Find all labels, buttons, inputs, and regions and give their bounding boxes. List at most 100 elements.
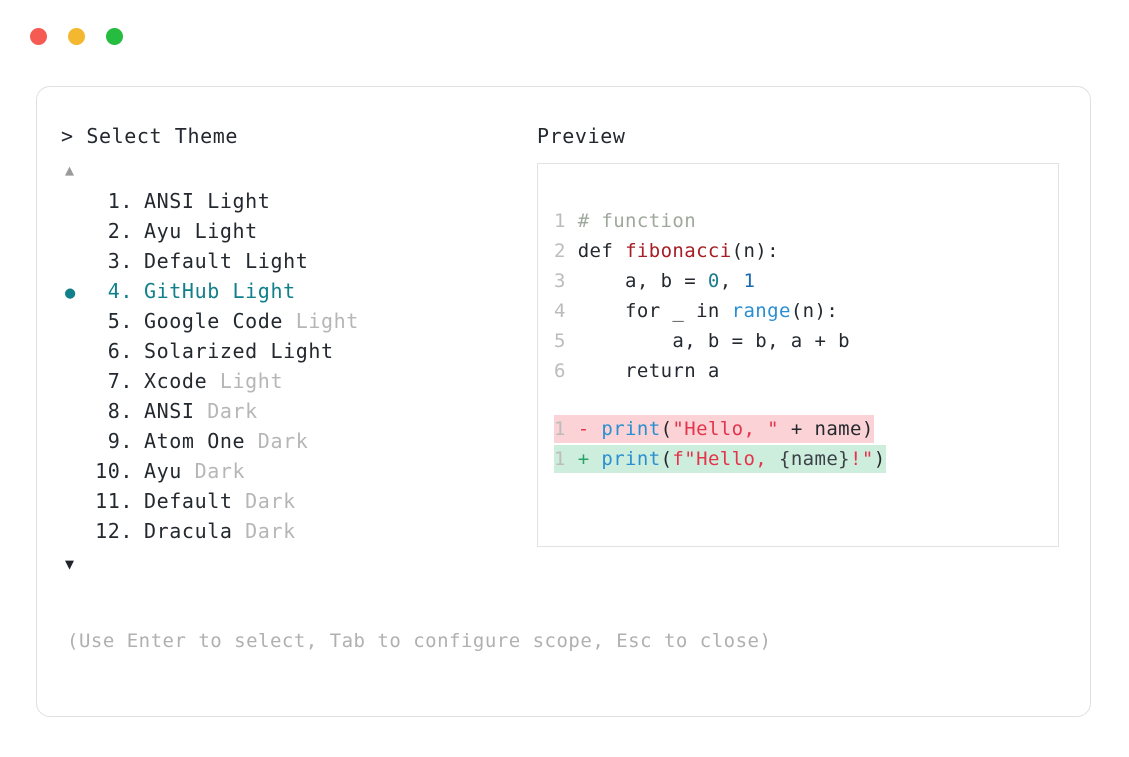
line-number: 3 [554,270,566,292]
page-title: Select Theme [86,124,239,148]
code-line: 2 def fibonacci(n): [554,236,1058,266]
list-item-label: GitHub [144,279,220,303]
line-number: 5 [554,330,566,352]
code-token-fstring-end: !" [850,448,874,470]
list-item-label: Ayu [144,219,182,243]
code-token-args: (n): [790,300,839,322]
list-item-variant-text: Dark [257,429,309,453]
list-item-index: 8. [107,399,133,423]
code-token-paren: ( [660,418,673,440]
code-token-comma: , [719,270,744,292]
list-item-label: ANSI [144,399,195,423]
list-item-label: Xcode [144,369,208,393]
code-token-number: 0 [707,270,720,292]
list-item[interactable]: 11. Default Dark [61,489,531,519]
minimize-window-button[interactable] [68,28,85,45]
list-item-index: 12. [95,519,133,543]
list-item-label: ANSI [144,189,195,213]
list-item-label: Google Code [144,309,284,333]
code-token-call: print [601,418,661,440]
list-item-label: Dracula [144,519,233,543]
list-item-selected[interactable]: ● 4. GitHub Light [61,279,531,309]
list-item-index: 2. [107,219,133,243]
code-line: 4 for _ in range(n): [554,296,1058,326]
list-item-index: 9. [107,429,133,453]
list-item[interactable]: 7. Xcode Light [61,369,531,399]
diff-sign-removed: - [577,418,590,440]
code-token-for: for _ in [625,300,732,322]
prompt-caret-icon: > [61,124,74,148]
line-number: 4 [554,300,566,322]
list-item[interactable]: 8. ANSI Dark [61,399,531,429]
code-token-concat: + name [778,418,862,440]
code-token-assign: a, b = b, a + b [672,330,850,352]
code-line: 5 a, b = b, a + b [554,326,1058,356]
list-item-variant [182,459,195,483]
list-item-label: Default [144,489,233,513]
list-item-variant-text: Light [219,369,284,393]
list-item-variant [207,369,220,393]
list-item-variant [258,339,271,363]
code-token-paren: ( [660,448,673,470]
list-item[interactable]: 6. Solarized Light [61,339,531,369]
code-token-builtin: range [731,300,791,322]
code-token-paren: ) [873,448,886,470]
list-item-variant [182,219,195,243]
close-window-button[interactable] [30,28,47,45]
zoom-window-button[interactable] [106,28,123,45]
list-item-label: Solarized [144,339,258,363]
code-spacer [554,386,1058,414]
list-item[interactable]: 1. ANSI Light [61,189,531,219]
list-item-variant [233,249,246,273]
code-token-fstring: f"Hello, [672,448,779,470]
line-number: 6 [554,360,566,382]
code-line: 6 return a [554,356,1058,386]
list-item-variant-text: Dark [245,489,296,513]
code-token-function: fibonacci [625,240,732,262]
list-item-index: 3. [107,249,133,273]
list-item-index: 10. [95,459,133,483]
code-token-paren: ) [861,418,874,440]
list-item-index: 5. [107,309,133,333]
preview-column: Preview 1 # function 2 def fibonacci(n):… [531,123,1066,547]
list-item-index: 11. [95,489,133,513]
list-item-variant [245,429,258,453]
list-item[interactable]: 12. Dracula Dark [61,519,531,549]
theme-list: 1. ANSI Light 2. Ayu Light 3. Default [61,189,531,549]
list-item-variant-text: Light [245,249,309,273]
scroll-down-arrow-icon[interactable]: ▼ [65,555,75,573]
list-item[interactable]: 5. Google Code Light [61,309,531,339]
selection-bullet-icon: ● [65,283,76,303]
window-controls [30,28,123,45]
code-token-return: return a [625,360,720,382]
list-item-variant-text: Light [270,339,334,363]
list-item[interactable]: 9. Atom One Dark [61,429,531,459]
list-item-label: Default [144,249,233,273]
list-item-variant-text: Light [194,219,258,243]
list-item-variant-text: Dark [245,519,296,543]
list-item-label: Ayu [144,459,182,483]
list-item-variant-text: Light [295,309,359,333]
code-token-number: 1 [743,270,756,292]
diff-line-added: 1 + print(f"Hello, {name}!") [554,444,1058,474]
prompt-row: > Select Theme [61,123,531,149]
code-token-call: print [601,448,661,470]
code-token-args: (n): [731,240,779,262]
code-token-comment: # function [577,210,697,232]
line-number: 1 [554,418,566,440]
scroll-up-arrow-icon[interactable]: ▲ [65,161,75,179]
code-line: 3 a, b = 0, 1 [554,266,1058,296]
list-item-variant [233,519,246,543]
list-item[interactable]: 3. Default Light [61,249,531,279]
list-item[interactable]: 10. Ayu Dark [61,459,531,489]
theme-picker-card: > Select Theme ▲ 1. ANSI Light 2. Ayu Li… [36,86,1091,717]
code-token-string: "Hello, " [672,418,779,440]
list-item-variant-text: Light [207,189,271,213]
keyboard-hint: (Use Enter to select, Tab to configure s… [67,630,772,652]
code-line: 1 # function [554,206,1058,236]
list-item-variant-text: Dark [194,459,246,483]
theme-list-column: > Select Theme ▲ 1. ANSI Light 2. Ayu Li… [61,123,531,575]
list-item-variant [233,489,246,513]
list-item[interactable]: 2. Ayu Light [61,219,531,249]
list-item-variant-text: Dark [207,399,258,423]
